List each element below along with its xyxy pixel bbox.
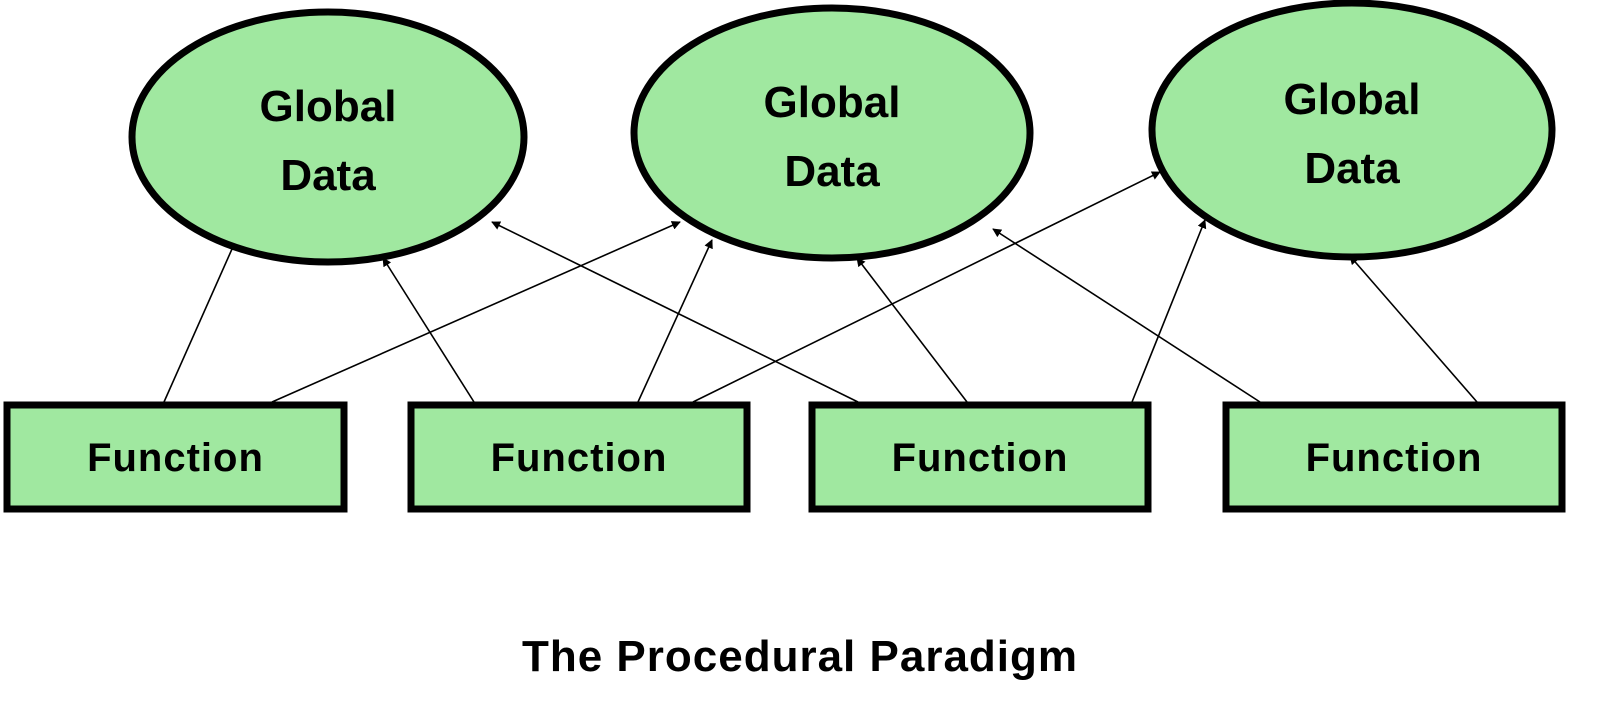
- arrow-function-3-to-global-1: [491, 221, 859, 403]
- function-box: [407, 401, 751, 513]
- arrow-function-1-to-global-2: [271, 221, 681, 403]
- global-data-ellipse: [630, 4, 1034, 262]
- global-data-ellipse: [1148, 0, 1556, 261]
- arrow-function-1-to-global-1: [163, 239, 237, 403]
- global-data-label-line2: Data: [1304, 144, 1400, 193]
- function-label: Function: [491, 436, 668, 480]
- arrow-function-4-to-global-2: [992, 228, 1261, 403]
- arrows-layer: [163, 171, 1478, 403]
- global-data-ellipse: [128, 8, 528, 266]
- diagram-caption: The Procedural Paradigm: [521, 632, 1079, 681]
- global-data-label-line1: Global: [764, 78, 901, 127]
- global-data-label-line2: Data: [280, 151, 376, 200]
- global-data-label-line1: Global: [1284, 75, 1421, 124]
- function-box: [1222, 401, 1566, 513]
- function-node-3: Function: [808, 401, 1152, 513]
- arrow-function-4-to-global-3: [1349, 255, 1478, 403]
- arrow-function-3-to-global-3: [1131, 219, 1207, 403]
- arrow-function-2-to-global-1: [382, 257, 475, 403]
- function-label: Function: [1306, 436, 1483, 480]
- arrow-function-2-to-global-3: [692, 171, 1161, 403]
- function-node-4: Function: [1222, 401, 1566, 513]
- arrow-function-3-to-global-2: [856, 257, 968, 403]
- functions-layer: Function Function Function Function: [3, 401, 1566, 513]
- function-label: Function: [892, 436, 1069, 480]
- function-node-2: Function: [407, 401, 751, 513]
- function-label: Function: [87, 436, 264, 480]
- arrow-function-2-to-global-2: [637, 239, 713, 403]
- function-box: [3, 401, 348, 513]
- function-node-1: Function: [3, 401, 348, 513]
- global-data-label-line1: Global: [260, 82, 397, 131]
- global-data-label-line2: Data: [784, 147, 880, 196]
- function-box: [808, 401, 1152, 513]
